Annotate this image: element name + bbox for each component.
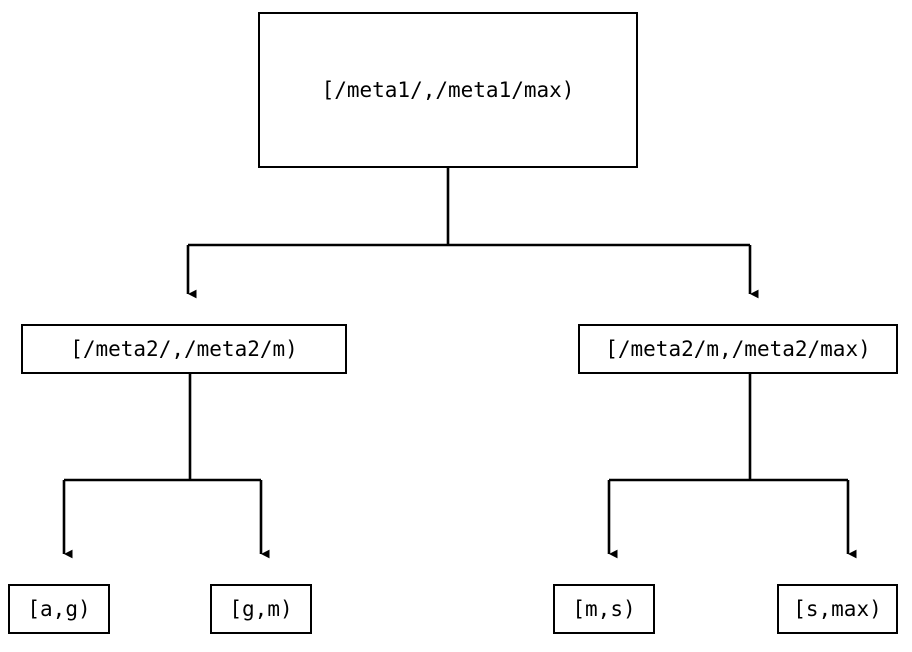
node-leaf-ms[interactable]: [m,s) xyxy=(553,584,655,634)
node-leaf-smax-label: [s,max) xyxy=(793,596,882,621)
node-meta2-high-label: [/meta2/m,/meta2/max) xyxy=(605,336,871,361)
edge-meta2high-to-leaves xyxy=(607,374,857,559)
node-leaf-gm-label: [g,m) xyxy=(229,596,293,621)
edge-root-to-level1 xyxy=(186,168,759,299)
node-meta2-low[interactable]: [/meta2/,/meta2/m) xyxy=(21,324,347,374)
node-leaf-ag[interactable]: [a,g) xyxy=(8,584,110,634)
node-leaf-ms-label: [m,s) xyxy=(572,596,636,621)
node-leaf-ag-label: [a,g) xyxy=(27,596,91,621)
node-meta2-high[interactable]: [/meta2/m,/meta2/max) xyxy=(578,324,898,374)
node-meta2-low-label: [/meta2/,/meta2/m) xyxy=(70,336,298,361)
edge-meta2low-to-leaves xyxy=(62,374,270,559)
node-leaf-gm[interactable]: [g,m) xyxy=(210,584,312,634)
node-leaf-smax[interactable]: [s,max) xyxy=(777,584,898,634)
node-root[interactable]: [/meta1/,/meta1/max) xyxy=(258,12,638,168)
node-root-label: [/meta1/,/meta1/max) xyxy=(321,77,575,102)
